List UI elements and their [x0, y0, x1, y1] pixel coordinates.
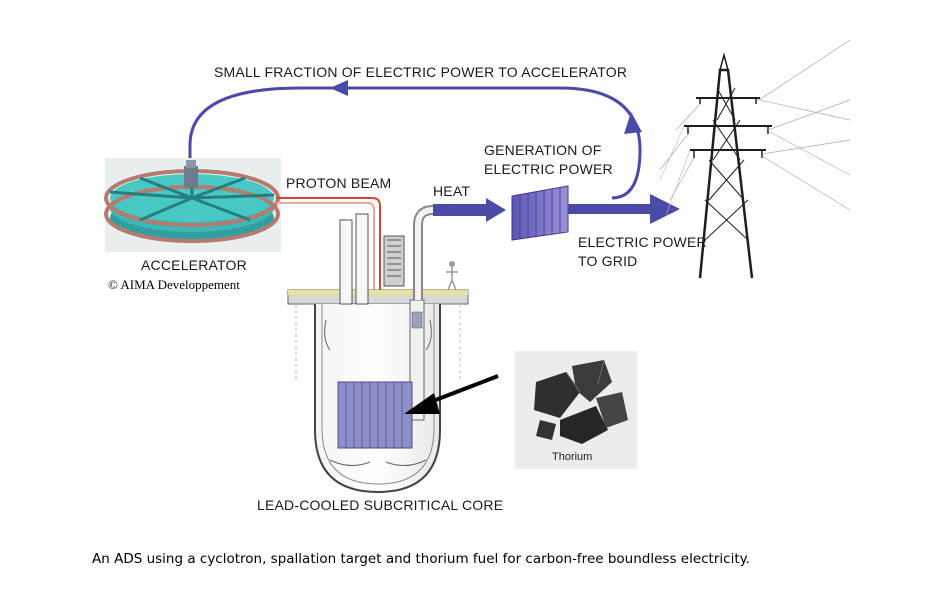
generation-label-line1: GENERATION OF [484, 142, 602, 158]
accelerator-label: ACCELERATOR [141, 257, 247, 273]
feedback-power-arrow [188, 80, 642, 200]
reactor-vessel-icon [287, 213, 469, 494]
feedback-label: SMALL FRACTION OF ELECTRIC POWER TO ACCE… [214, 64, 628, 80]
grid-power-arrow [568, 194, 680, 224]
core-label: LEAD-COOLED SUBCRITICAL CORE [257, 497, 504, 513]
turbine-generator-icon [511, 185, 569, 241]
cyclotron-accelerator-icon [104, 158, 281, 252]
grid-label-line2: TO GRID [578, 253, 638, 269]
transmission-tower-icon [659, 39, 851, 279]
generation-label-line2: ELECTRIC POWER [484, 161, 613, 177]
grid-label-line1: ELECTRIC POWER [578, 234, 707, 250]
worker-figure-icon [446, 261, 458, 291]
heat-pipe [413, 198, 506, 300]
figure-caption: An ADS using a cyclotron, spallation tar… [92, 551, 750, 567]
thorium-label: Thorium [552, 451, 593, 463]
proton-beam-label: PROTON BEAM [286, 175, 392, 191]
thorium-sample-icon [515, 351, 637, 469]
core-pointer-arrow [404, 374, 499, 414]
image-credit: © AIMA Developpement [108, 277, 240, 292]
heat-label: HEAT [433, 183, 471, 199]
